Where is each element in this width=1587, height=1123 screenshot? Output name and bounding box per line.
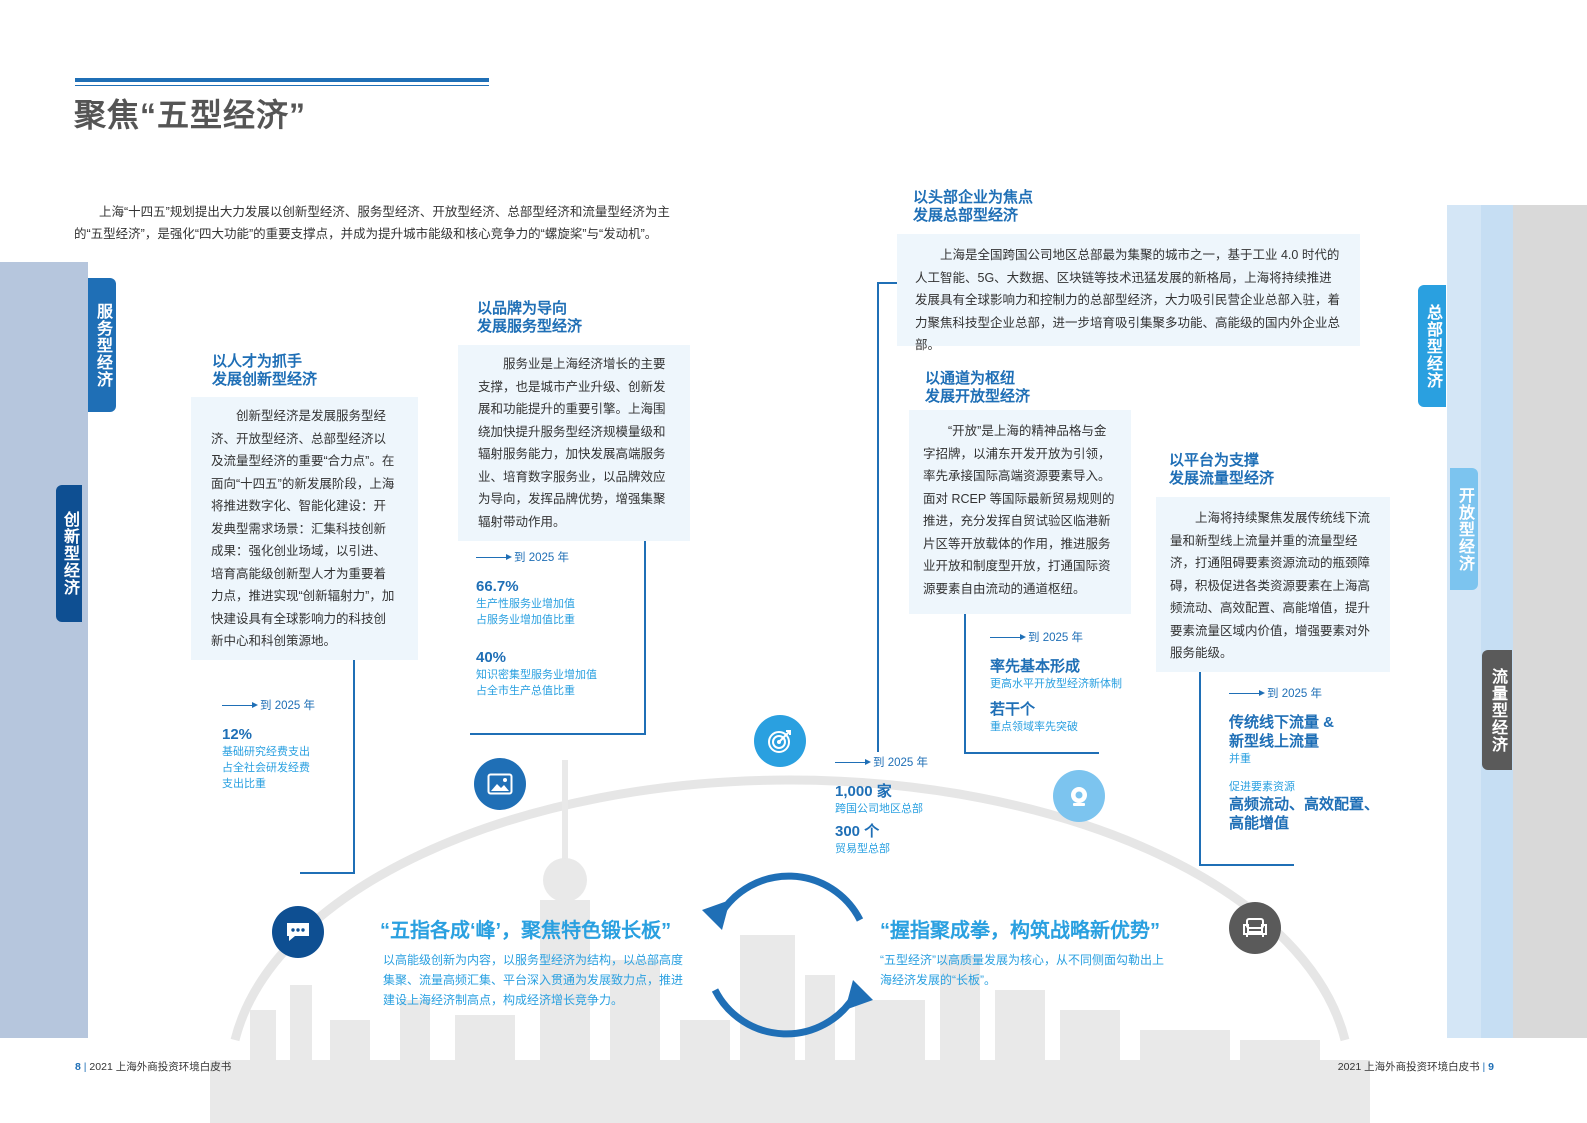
innovation-stat-value: 12% — [222, 726, 253, 743]
target-icon — [754, 715, 806, 767]
flow-heading: 以平台为支撑 发展流量型经济 — [1169, 452, 1275, 487]
hq-target-label: 到 2025 年 — [873, 757, 928, 769]
hq-stat1-label: 跨国公司地区总部 — [835, 803, 923, 815]
flow-target: 到 2025 年 — [1229, 685, 1399, 701]
open-target-label: 到 2025 年 — [1028, 632, 1083, 644]
open-heading: 以通道为枢纽 发展开放型经济 — [925, 370, 1031, 405]
intro-line-2: 的“五型经济”，是强化“四大功能”的重要支撑点，并成为提升城市能级和核心竞争力的… — [74, 227, 658, 241]
flow-stat1-value: 传统线下流量 & 新型线上流量 — [1229, 714, 1335, 750]
left-quote-body: 以高能级创新为内容，以服务型经济为结构，以总部高度集聚、流量高频汇集、平台深入贯… — [383, 953, 684, 1007]
hq-connector-v — [877, 282, 879, 752]
page-title: 聚焦“五型经济” — [74, 97, 307, 133]
cycle-arrows-icon — [702, 872, 873, 1038]
flow-target-label: 到 2025 年 — [1267, 688, 1322, 700]
footer-left-page: 8 — [75, 1061, 81, 1073]
flow-stats: 到 2025 年 传统线下流量 & 新型线上流量 并重 促进要素资源 高频流动、… — [1229, 685, 1399, 833]
open-connector-v — [964, 614, 966, 753]
tab-service-economy[interactable]: 服务型经济 — [88, 278, 116, 412]
innovation-stat-label: 基础研究经费支出 占全社会研发经费 支出比重 — [222, 746, 310, 790]
tab-flow-economy[interactable]: 流量型经济 — [1482, 650, 1512, 770]
innovation-connector-h — [300, 872, 355, 874]
right-quote-body: “五型经济”以高质量发展为核心，从不同侧面勾勒出上海经济发展的“长板”。 — [880, 953, 1164, 987]
footer-left-text: 2021 上海外商投资环境白皮书 — [89, 1061, 232, 1073]
open-stats: 到 2025 年 率先基本形成 更高水平开放型经济新体制 若干个 重点领域率先突… — [990, 629, 1150, 735]
open-stat1-value: 率先基本形成 — [990, 658, 1081, 675]
service-connector-v — [644, 541, 646, 734]
hq-connector-h — [877, 282, 897, 284]
service-stat2-label: 知识密集型服务业增加值 占全市生产总值比重 — [476, 669, 597, 697]
right-band-gray — [1513, 205, 1587, 1038]
open-stat1-label: 更高水平开放型经济新体制 — [990, 678, 1122, 690]
open-stat2-value: 若干个 — [990, 701, 1036, 718]
tab-open-economy[interactable]: 开放型经济 — [1450, 468, 1478, 590]
hq-stat2-label: 贸易型总部 — [835, 843, 890, 855]
left-band — [0, 262, 88, 1038]
right-band-light — [1447, 205, 1481, 1038]
innovation-connector-v — [353, 660, 355, 873]
title-rule — [75, 78, 489, 82]
open-target: 到 2025 年 — [990, 629, 1150, 645]
tab-hq-economy[interactable]: 总部型经济 — [1418, 285, 1446, 407]
footer-left: 8 | 2021 上海外商投资环境白皮书 — [75, 1059, 231, 1074]
sofa-icon — [1229, 902, 1281, 954]
open-body: “开放”是上海的精神品格与金字招牌，以浦东开发开放为引领，率先承接国际高端资源要… — [909, 410, 1131, 614]
flow-stat2-pre: 促进要素资源 — [1229, 781, 1295, 793]
innovation-target-label: 到 2025 年 — [260, 700, 315, 712]
left-quote-title: “五指各成‘峰’，聚焦特色锻长板” — [380, 920, 672, 942]
footer-right-sep: | — [1482, 1061, 1489, 1073]
service-target-label: 到 2025 年 — [514, 552, 569, 564]
service-stat1-value: 66.7% — [476, 578, 519, 595]
title-rule-thin — [75, 85, 489, 86]
innovation-heading: 以人才为抓手 发展创新型经济 — [212, 353, 318, 388]
right-quote-title: “握指聚成拳，构筑战略新优势” — [880, 920, 1160, 942]
flow-connector-h — [1199, 864, 1294, 866]
innovation-target: 到 2025 年 — [222, 697, 362, 713]
service-heading: 以品牌为导向 发展服务型经济 — [477, 300, 583, 335]
camera-icon — [1053, 770, 1105, 822]
hq-stats: 到 2025 年 1,000 家 跨国公司地区总部 300 个 贸易型总部 — [835, 754, 985, 857]
service-stat2-value: 40% — [476, 649, 507, 666]
footer-right: 2021 上海外商投资环境白皮书 | 9 — [1338, 1059, 1494, 1074]
flow-stat2-value: 高频流动、高效配置、 高能增值 — [1229, 796, 1380, 832]
open-stat2-label: 重点领域率先突破 — [990, 721, 1078, 733]
footer-right-page: 9 — [1488, 1061, 1494, 1073]
flow-body: 上海将持续聚焦发展传统线下流量和新型线上流量并重的流量型经济，打通阻碍要素资源流… — [1156, 497, 1390, 672]
hq-stat2-value: 300 个 — [835, 823, 880, 840]
intro-line-1: 上海“十四五”规划提出大力发展以创新型经济、服务型经济、开放型经济、总部型经济和… — [99, 205, 670, 219]
hq-body: 上海是全国跨国公司地区总部最为集聚的城市之一，基于工业 4.0 时代的人工智能、… — [897, 234, 1360, 352]
innovation-stats: 到 2025 年 12% 基础研究经费支出 占全社会研发经费 支出比重 — [222, 697, 362, 792]
right-band-mid — [1481, 205, 1513, 1038]
service-connector-h — [470, 733, 646, 735]
flow-connector-v — [1199, 672, 1201, 865]
footer-left-sep: | — [83, 1061, 90, 1073]
hq-target: 到 2025 年 — [835, 754, 985, 770]
chat-icon — [272, 906, 324, 958]
service-stats: 到 2025 年 66.7% 生产性服务业增加值 占服务业增加值比重 40% 知… — [476, 549, 646, 699]
service-stat1-label: 生产性服务业增加值 占服务业增加值比重 — [476, 598, 575, 626]
flow-stat1-label: 并重 — [1229, 753, 1251, 765]
service-body: 服务业是上海经济增长的主要支撑，也是城市产业升级、创新发展和功能提升的重要引擎。… — [458, 345, 690, 541]
open-connector-h — [964, 752, 1099, 754]
hq-heading: 以头部企业为焦点 发展总部型经济 — [913, 189, 1034, 224]
service-target: 到 2025 年 — [476, 549, 646, 565]
innovation-body: 创新型经济是发展服务型经济、开放型经济、总部型经济以及流量型经济的重要“合力点”… — [191, 397, 418, 660]
image-icon — [474, 758, 526, 810]
tab-innovation-economy[interactable]: 创新型经济 — [56, 485, 82, 622]
hq-stat1-value: 1,000 家 — [835, 783, 892, 800]
footer-right-text: 2021 上海外商投资环境白皮书 — [1337, 1061, 1480, 1073]
intro-paragraph: 上海“十四五”规划提出大力发展以创新型经济、服务型经济、开放型经济、总部型经济和… — [74, 201, 694, 245]
